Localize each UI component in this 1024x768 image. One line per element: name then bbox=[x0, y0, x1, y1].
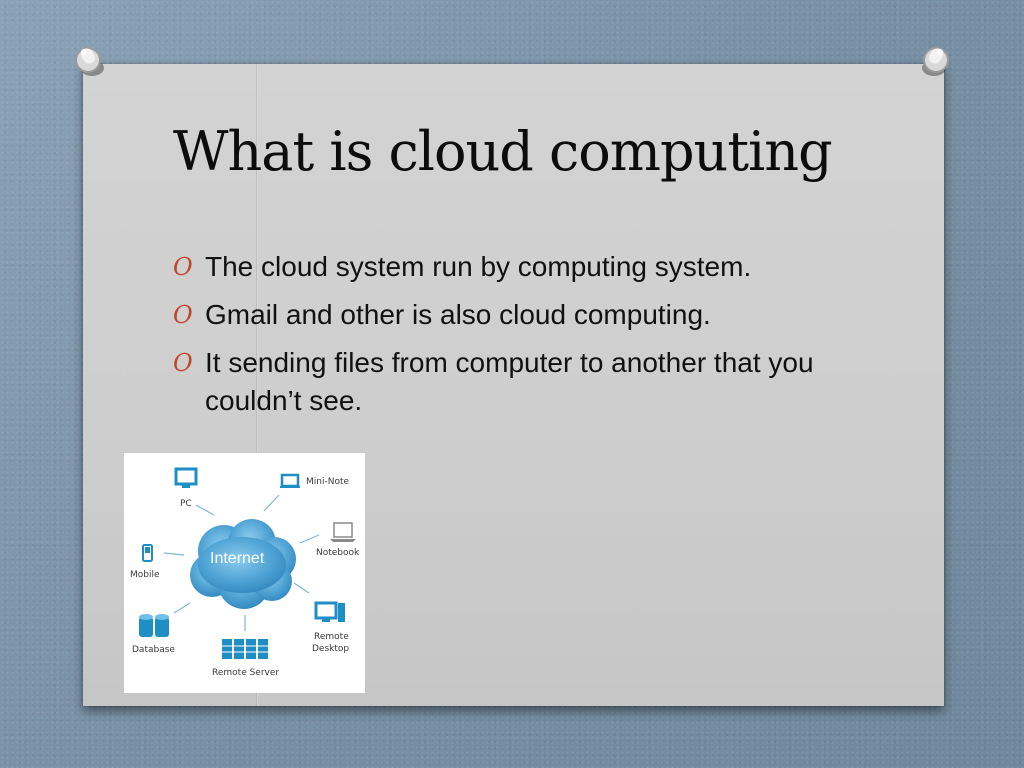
notebook-icon bbox=[330, 522, 356, 542]
mini-note-icon bbox=[280, 473, 300, 488]
slide-title: What is cloud computing bbox=[173, 120, 833, 183]
cloud-label: Internet bbox=[210, 550, 265, 567]
bullet-item: O It sending files from computer to anot… bbox=[173, 344, 853, 420]
cloud-icon bbox=[190, 519, 296, 609]
remote-server-icon bbox=[222, 639, 268, 659]
mobile-label: Mobile bbox=[130, 570, 160, 580]
remote-desktop-label: Desktop bbox=[312, 644, 349, 654]
bullet-item: O The cloud system run by computing syst… bbox=[173, 248, 853, 286]
bullet-text: The cloud system run by computing system… bbox=[205, 251, 752, 282]
database-icon bbox=[139, 614, 169, 637]
notebook-label: Notebook bbox=[316, 548, 360, 558]
bullet-list: O The cloud system run by computing syst… bbox=[173, 248, 853, 430]
remote-desktop-label: Remote bbox=[314, 632, 349, 642]
pushpin-icon bbox=[922, 47, 949, 76]
remote-desktop-icon bbox=[314, 601, 345, 622]
database-label: Database bbox=[132, 645, 175, 655]
bullet-marker-icon: O bbox=[173, 253, 193, 281]
connector-lines bbox=[163, 494, 320, 631]
mobile-icon bbox=[142, 544, 153, 562]
bullet-text: Gmail and other is also cloud computing. bbox=[205, 299, 711, 330]
bullet-marker-icon: O bbox=[173, 301, 193, 329]
bullet-text: It sending files from computer to anothe… bbox=[205, 347, 814, 416]
remote-server-label: Remote Server bbox=[212, 668, 279, 678]
pushpin-icon bbox=[75, 47, 104, 76]
bullet-marker-icon: O bbox=[173, 349, 193, 377]
mini-note-label: Mini-Note bbox=[306, 477, 349, 487]
cloud-diagram-image: Internet PC Mini-Note Notebook bbox=[124, 453, 365, 693]
board-crease bbox=[256, 64, 258, 706]
pc-label: PC bbox=[180, 499, 192, 509]
pc-icon bbox=[174, 467, 198, 488]
bullet-item: O Gmail and other is also cloud computin… bbox=[173, 296, 853, 334]
